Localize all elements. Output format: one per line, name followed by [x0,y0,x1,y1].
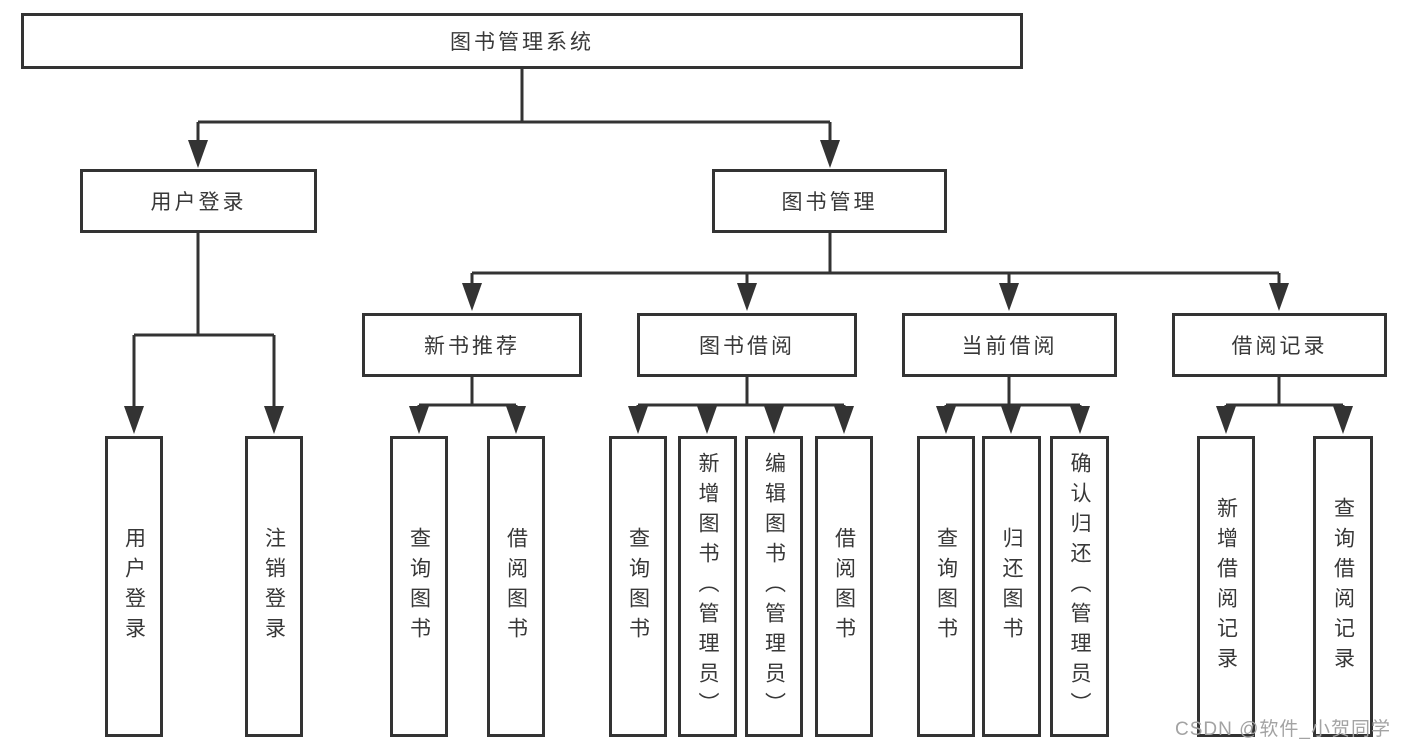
node-book-management: 图书管理 [712,169,947,233]
leaf-add-borrow-record: 新增借阅记录 [1197,436,1255,737]
leaf-borrow-books: 借阅图书 [815,436,873,737]
edge-line [417,377,518,410]
arrow-down-icon [1070,406,1090,434]
edge-line [470,233,1281,289]
edge-management-to-level3 [462,233,1289,311]
edge-root-to-level2 [188,69,840,168]
arrow-down-icon [936,406,956,434]
arrow-down-icon [1333,406,1353,434]
leaf-return-book: 归还图书 [982,436,1041,737]
arrow-down-icon [124,406,144,434]
arrow-down-icon [628,406,648,434]
node-root: 图书管理系统 [21,13,1023,69]
leaf-borrow-books: 借阅图书 [487,436,545,737]
edge-newbooks-to-leaves [409,377,526,434]
arrow-down-icon [1269,283,1289,311]
node-new-book-recommend: 新书推荐 [362,313,582,377]
leaf-query-books: 查询图书 [390,436,448,737]
edge-records-to-leaves [1216,377,1353,434]
leaf-query-borrow-record: 查询借阅记录 [1313,436,1373,737]
edge-line [132,233,276,410]
leaf-query-books: 查询图书 [609,436,667,737]
arrow-down-icon [697,406,717,434]
leaf-add-book-admin: 新增图书（管理员） [678,436,737,737]
arrow-down-icon [999,283,1019,311]
arrow-down-icon [834,406,854,434]
arrow-down-icon [820,140,840,168]
leaf-confirm-return-admin: 确认归还（管理员） [1050,436,1109,737]
node-borrowing-records: 借阅记录 [1172,313,1387,377]
leaf-logout: 注销登录 [245,436,303,737]
arrow-down-icon [1001,406,1021,434]
arrow-down-icon [264,406,284,434]
edge-line [944,377,1082,410]
leaf-user-login: 用户登录 [105,436,163,737]
arrow-down-icon [737,283,757,311]
leaf-edit-book-admin: 编辑图书（管理员） [745,436,803,737]
node-user-login: 用户登录 [80,169,317,233]
arrow-down-icon [506,406,526,434]
edge-line [1224,377,1345,410]
arrow-down-icon [409,406,429,434]
arrow-down-icon [188,140,208,168]
node-current-borrowing: 当前借阅 [902,313,1117,377]
edge-current-to-leaves [936,377,1090,434]
edge-line [196,69,832,146]
arrow-down-icon [462,283,482,311]
edge-line [636,377,846,410]
leaf-query-books: 查询图书 [917,436,975,737]
arrow-down-icon [764,406,784,434]
edge-login-to-leaves [124,233,284,434]
arrow-down-icon [1216,406,1236,434]
csdn-watermark: CSDN @软件_小贺同学 [1175,719,1391,740]
edge-borrowing-to-leaves [628,377,854,434]
node-book-borrowing: 图书借阅 [637,313,857,377]
